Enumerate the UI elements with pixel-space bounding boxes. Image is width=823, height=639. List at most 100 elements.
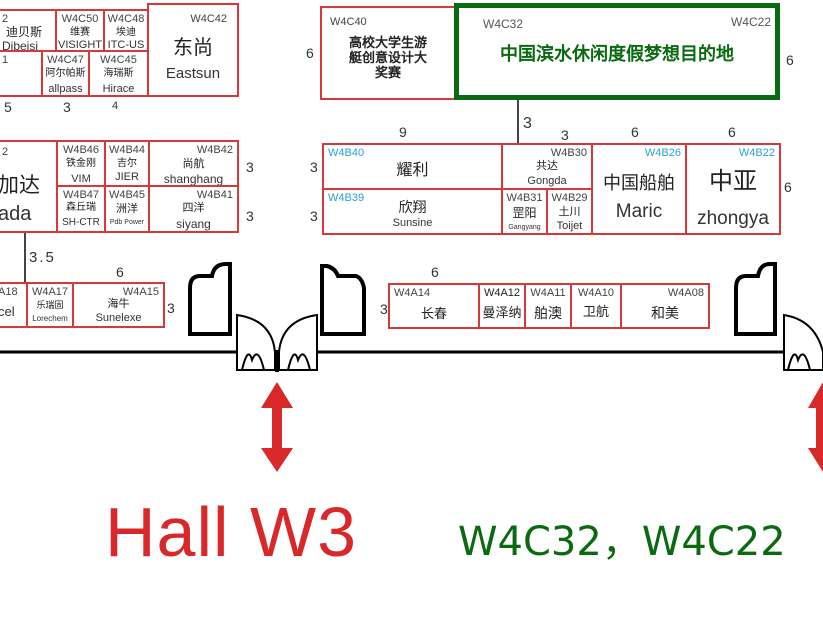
booth-name-cn: 耀利 xyxy=(396,162,429,179)
dim-label: 3 xyxy=(561,127,569,143)
booth-name-en: Eastsun xyxy=(165,65,221,82)
booth-code: W4B42 xyxy=(196,144,233,156)
booth-name-en: JIER xyxy=(115,171,139,183)
booth-code: W4C48 xyxy=(107,13,145,25)
booth-name-en: ada xyxy=(0,203,32,225)
booth-name-cn: 和美 xyxy=(651,305,679,321)
kiosk-icon xyxy=(734,262,777,336)
booth-w4c40[interactable]: W4C40 高校大学生游艇创意设计大奖赛 xyxy=(320,6,456,100)
booth-w4b22[interactable]: W4B22 中亚 zhongya xyxy=(685,143,781,235)
booth-name-cn: 维赛 xyxy=(70,27,90,38)
booth-name-cn: 铁金刚 xyxy=(66,158,96,169)
booth-w4c45[interactable]: W4C45 海瑞斯 Hirace xyxy=(88,50,149,97)
booth-w4b39[interactable]: W4B39 欣翔 Sunsine xyxy=(322,188,503,235)
dim-label: 4 xyxy=(112,100,119,112)
dim-label: 6 xyxy=(786,52,794,68)
booth-w4a14[interactable]: W4A14 长春 xyxy=(388,283,480,329)
booth-w4a11[interactable]: W4A11 舶澳 xyxy=(524,283,572,329)
booth-w4b30[interactable]: W4B30 共达 Gongda xyxy=(501,143,593,190)
booth-w4c42[interactable]: W4C42 东尚 Eastsun xyxy=(147,3,239,97)
booth-name-cn: 迪贝斯 xyxy=(6,25,43,39)
booth-code: W4C32 xyxy=(483,17,524,31)
booth-code: W4C22 xyxy=(730,15,771,29)
booth-w4a15[interactable]: W4A15 海牛 Sunelexe xyxy=(72,282,165,328)
booth-code: W4B44 xyxy=(108,144,146,156)
booth-name-en: cel xyxy=(0,304,15,319)
dim-label: 9 xyxy=(399,124,407,140)
booth-name-cn: 罡阳 xyxy=(512,206,537,220)
connector-line xyxy=(517,100,519,143)
dim-label: 3 xyxy=(167,300,175,316)
booth-code: W4C50 xyxy=(61,13,99,25)
dim-label: 6 xyxy=(431,264,439,280)
booth-name-en: VISIGHT xyxy=(57,39,102,51)
dim-label: 6 xyxy=(631,124,639,140)
connector-line xyxy=(24,233,26,282)
highlighted-booth-w4c32-w4c22[interactable]: W4C32 W4C22 中国滨水休闲度假梦想目的地 xyxy=(454,3,780,100)
kiosk-icon xyxy=(320,264,366,336)
kiosk-icon xyxy=(188,262,232,336)
booth-name-cn: 阿尔帕斯 xyxy=(45,68,86,79)
booth-name-cn: 高校大学生游艇创意设计大奖赛 xyxy=(348,35,427,80)
booth-name-en: shanghang xyxy=(163,172,224,186)
booth-code: W4B22 xyxy=(738,147,775,159)
booth-name-en: Toijet xyxy=(556,220,583,232)
dim-label: 3 xyxy=(63,99,71,115)
booth-code: W4B47 xyxy=(62,189,100,201)
booth-name-en: Sunelexe xyxy=(95,312,142,324)
dim-label: 6 xyxy=(306,45,314,61)
dim-label: 3 xyxy=(246,159,254,175)
booth-code: W4B30 xyxy=(550,147,587,159)
booth-w4a12[interactable]: W4A12 曼泽纳 xyxy=(478,283,526,329)
booth-name-en: Lorechem xyxy=(32,314,68,323)
booth-name-cn: 吉尔 xyxy=(117,158,137,169)
booth-name-en: Gongda xyxy=(527,175,567,187)
highlighted-booth-codes: W4C32，W4C22 xyxy=(458,519,786,565)
booth-code: W4A11 xyxy=(530,287,566,299)
booth-name-cn: 乐瑞固 xyxy=(36,300,64,310)
booth-name-en: Dibeisi xyxy=(2,39,39,53)
booth-w4b40[interactable]: W4B40 耀利 xyxy=(322,143,503,190)
booth-w4a08[interactable]: W4A08 和美 xyxy=(620,283,710,329)
dim-label: 3 xyxy=(380,301,388,317)
dim-label: 3.5 xyxy=(29,249,56,266)
dim-label: 3 xyxy=(523,115,532,132)
booth-code: W4C45 xyxy=(100,54,137,66)
booth-name-cn: 欣翔 xyxy=(398,199,427,215)
booth-code: W4C47 xyxy=(47,54,84,66)
booth-code: W4B45 xyxy=(108,189,146,201)
booth-name-cn: 加达 xyxy=(0,174,40,197)
booth-name-cn: 埃迪 xyxy=(116,27,136,38)
booth-code: W4A08 xyxy=(667,287,704,299)
booth-code: W4B26 xyxy=(644,147,681,159)
booth-name-en: Gangyang xyxy=(508,224,541,231)
booth-w4b29[interactable]: W4B29 土川 Toijet xyxy=(546,188,593,235)
booth-name-cn: 尚航 xyxy=(182,158,205,170)
door-icon xyxy=(236,313,318,372)
booth-name-en: allpass xyxy=(48,83,83,95)
booth-name-cn: 森丘瑞 xyxy=(66,202,96,213)
booth-name-cn: 卫航 xyxy=(582,304,609,319)
booth-code: 2 xyxy=(2,146,9,158)
booth-w4b44[interactable]: W4B44 吉尔 JIER xyxy=(104,140,150,187)
booth-name-cn: 长春 xyxy=(420,306,447,321)
booth-name-en: SH-CTR xyxy=(62,217,100,228)
booth-w4a17[interactable]: W4A17 乐瑞固 Lorechem xyxy=(26,282,74,328)
booth-code: W4B39 xyxy=(328,192,365,204)
booth-name-en: Maric xyxy=(615,201,663,222)
door-icon xyxy=(783,313,823,371)
booth-name-cn: 中国船舶 xyxy=(603,173,675,193)
booth-code: A18 xyxy=(0,286,18,298)
booth-w4c50[interactable]: W4C50 维赛 VISIGHT xyxy=(55,9,105,52)
entrance-arrow-icon xyxy=(808,382,823,472)
booth-code: 1 xyxy=(2,54,9,66)
booth-code: W4A10 xyxy=(577,287,615,299)
booth-w4b41[interactable]: W4B41 四洋 siyang xyxy=(148,185,239,233)
booth-name-en: Hirace xyxy=(102,83,135,95)
booth-name-cn: 东尚 xyxy=(173,37,213,59)
hall-title: Hall W3 xyxy=(105,493,358,571)
booth-code: W4B29 xyxy=(551,192,588,204)
booth-w4b26[interactable]: W4B26 中国船舶 Maric xyxy=(591,143,687,235)
booth-w4b45[interactable]: W4B45 洲洋 Pdb Power xyxy=(104,185,150,233)
